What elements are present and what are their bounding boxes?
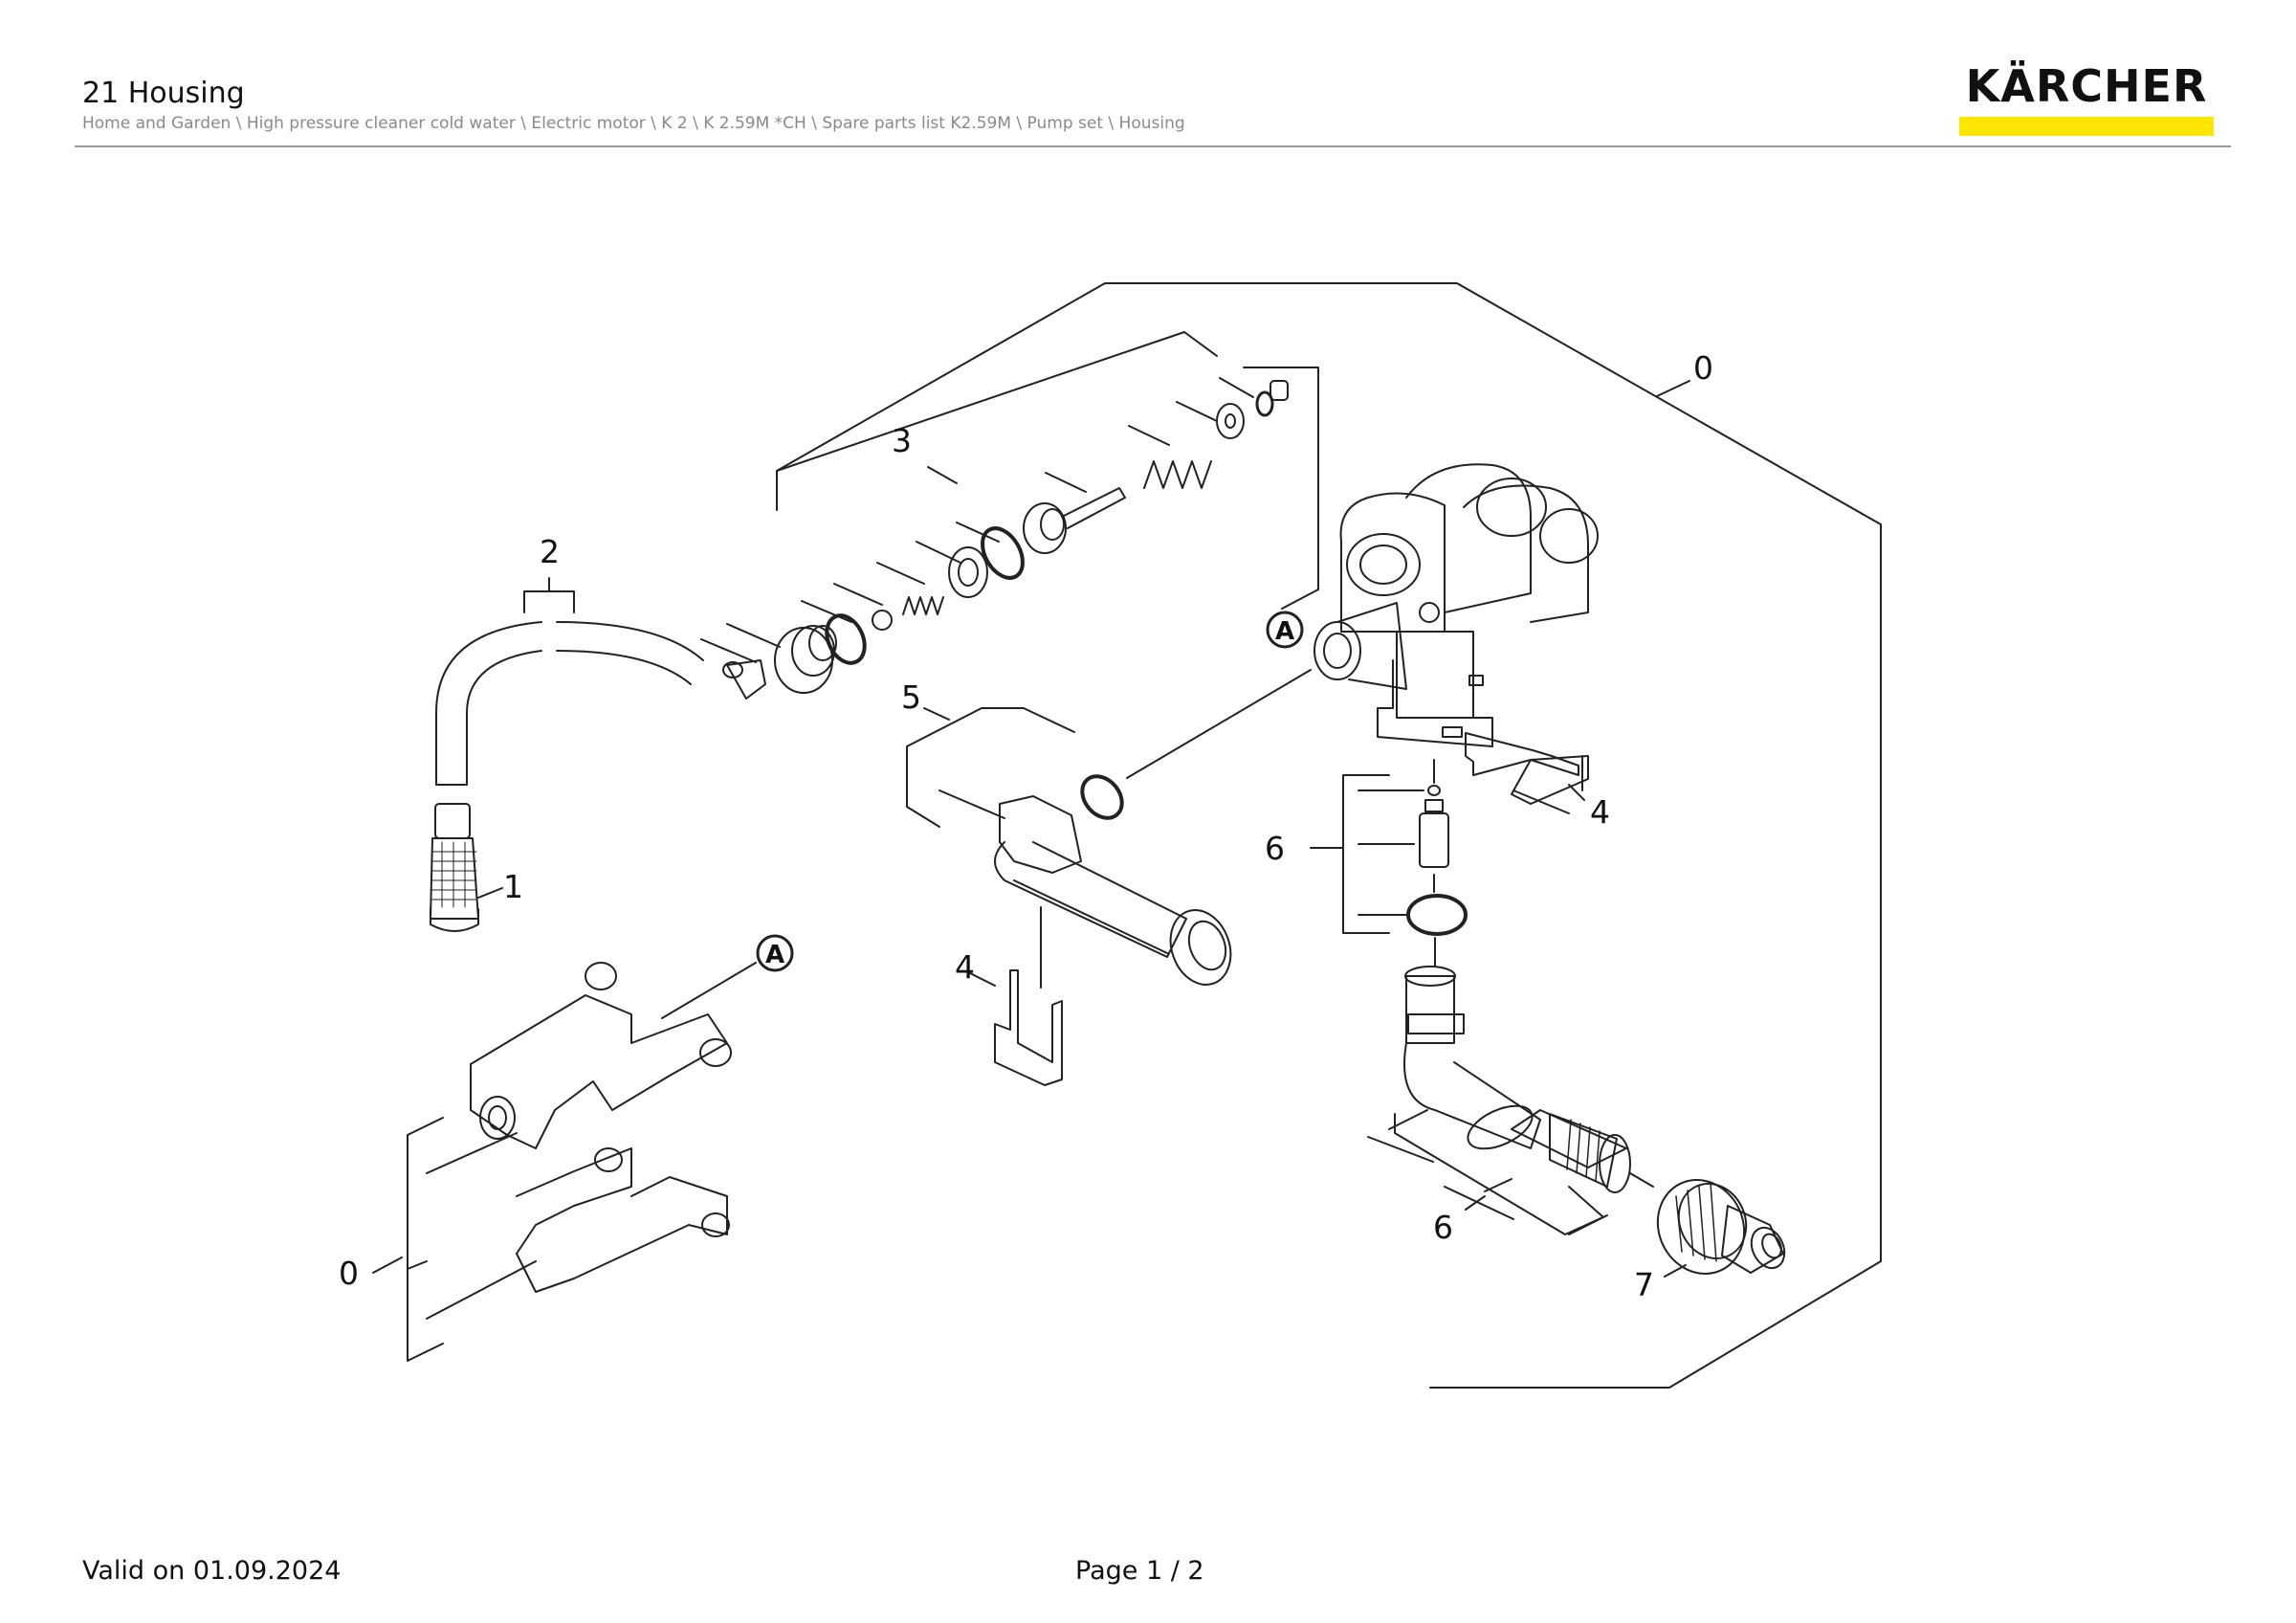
- karcher-logo: KÄRCHER: [1959, 61, 2214, 136]
- label-bracket: 0: [339, 1255, 359, 1292]
- valve-set-bracket: [700, 331, 1319, 663]
- valid-date: Valid on 01.09.2024: [82, 1556, 342, 1586]
- mounting-bracket: [407, 962, 757, 1362]
- clip-right: [1465, 732, 1589, 814]
- suction-filter: [430, 803, 503, 932]
- breadcrumb: Home and Garden \ High pressure cleaner …: [82, 114, 1185, 133]
- label-clip-middle: 4: [955, 948, 975, 986]
- assembly-outline: [776, 282, 1882, 1389]
- connection-line: [1126, 669, 1312, 779]
- seal-set-upper: [1310, 759, 1468, 967]
- valve-set-parts: [722, 380, 1289, 700]
- logo-wordmark: KÄRCHER: [1965, 60, 2208, 112]
- label-housing: 0: [1693, 349, 1713, 387]
- logo-accent-bar: [1959, 117, 2214, 136]
- hose: [435, 577, 704, 786]
- leader-lines: [372, 380, 1690, 1278]
- coupling: [1656, 1179, 1786, 1275]
- seal-set-lower-bracket: [1394, 1113, 1608, 1235]
- clip-middle: [994, 969, 1063, 1086]
- header-divider: [75, 145, 2231, 147]
- pump-housing: [1314, 463, 1599, 747]
- page-number: Page 1 / 2: [1075, 1556, 1204, 1586]
- part-number-labels: 0 1 2 3 4 5 6 4 6 7 0: [339, 349, 1713, 1303]
- pipe-assembly: [906, 707, 1232, 989]
- label-clip-right: 4: [1590, 793, 1610, 831]
- label-pipe: 5: [901, 678, 921, 716]
- label-hose: 2: [540, 533, 560, 570]
- callout-a-lower: A: [756, 934, 794, 972]
- label-valve-set: 3: [892, 422, 912, 459]
- callout-a-upper-label: A: [1275, 617, 1294, 646]
- page-title: 21 Housing: [82, 77, 245, 110]
- callout-a-upper: A: [1266, 611, 1304, 649]
- label-seal-set-upper: 6: [1265, 830, 1285, 867]
- callout-a-lower-label: A: [765, 941, 784, 969]
- label-coupling: 7: [1634, 1266, 1654, 1303]
- inlet-connector: [1367, 966, 1654, 1235]
- label-seal-set-lower: 6: [1433, 1209, 1453, 1246]
- label-suction-filter: 1: [503, 868, 523, 905]
